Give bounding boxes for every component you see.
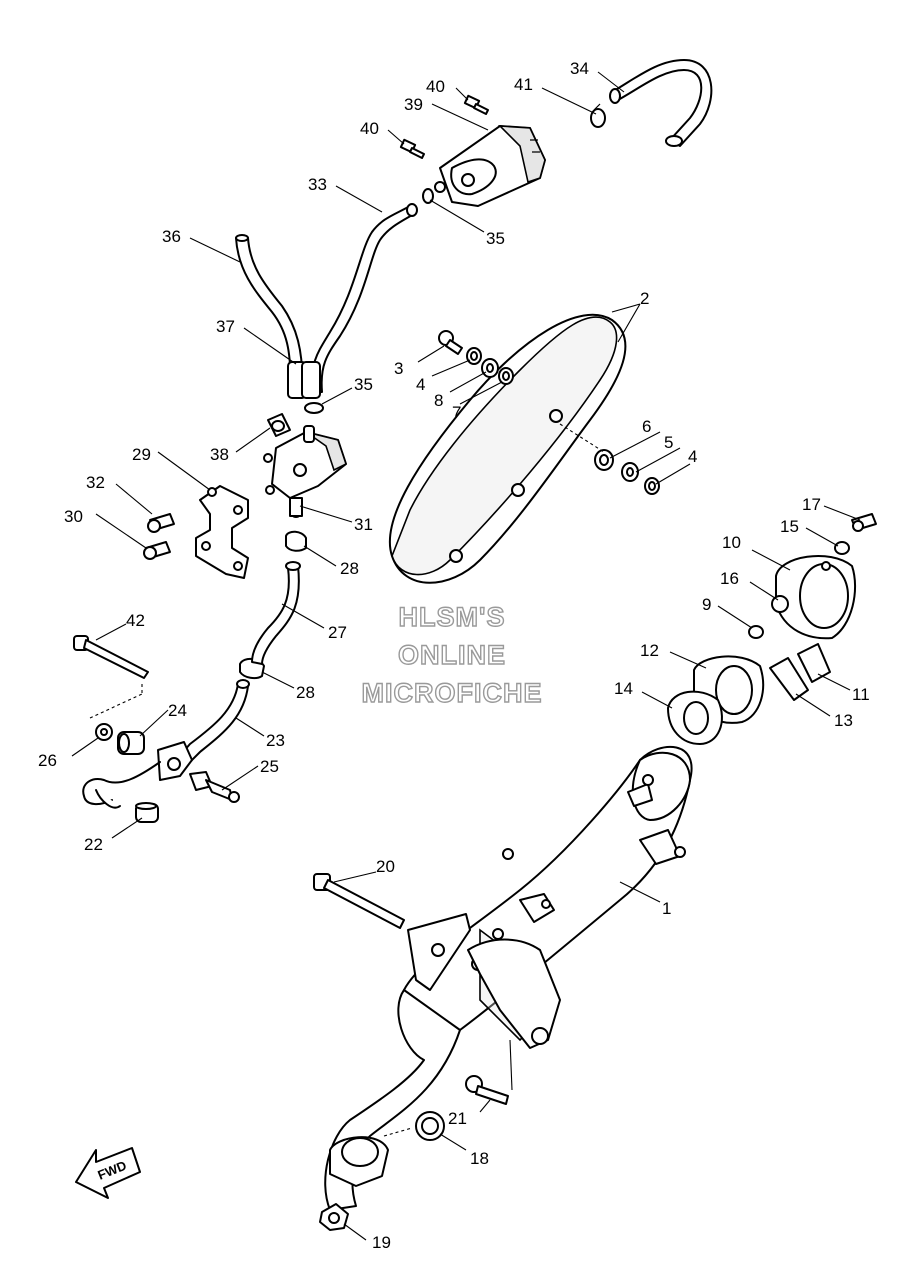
- callout-3: 3: [394, 359, 403, 378]
- part-17-bolt[interactable]: [851, 513, 877, 532]
- callout-1: 1: [662, 899, 671, 918]
- callout-37: 37: [216, 317, 235, 336]
- callout-7: 7: [452, 403, 461, 422]
- callout-36: 36: [162, 227, 181, 246]
- part-11-insulator[interactable]: [797, 643, 831, 683]
- callout-32: 32: [86, 473, 105, 492]
- callout-22: 22: [84, 835, 103, 854]
- callout-34: 34: [570, 59, 589, 78]
- callout-2: 2: [640, 289, 649, 308]
- part-29-bracket[interactable]: [195, 485, 249, 579]
- part-31-reed-valve[interactable]: [263, 425, 347, 518]
- callout-28-lower: 28: [296, 683, 315, 702]
- callout-26: 26: [38, 751, 57, 770]
- callout-12: 12: [640, 641, 659, 660]
- callout-23: 23: [266, 731, 285, 750]
- part-14-gasket[interactable]: [667, 690, 723, 745]
- callout-35-upper: 35: [486, 229, 505, 248]
- callout-17: 17: [802, 495, 821, 514]
- callout-4-lower: 4: [688, 447, 697, 466]
- part-5-collar[interactable]: [621, 462, 639, 482]
- part-41-clip[interactable]: [590, 103, 606, 128]
- part-26-washer[interactable]: [95, 723, 113, 741]
- callout-39: 39: [404, 95, 423, 114]
- callout-33: 33: [308, 175, 327, 194]
- part-4-washer-upper[interactable]: [466, 347, 482, 365]
- watermark-line-1: HLSM'S: [399, 602, 506, 632]
- part-15-washer[interactable]: [834, 541, 850, 555]
- part-40-screw-lower[interactable]: [399, 138, 425, 159]
- callout-31: 31: [354, 515, 373, 534]
- part-2-side-cover[interactable]: [388, 313, 627, 584]
- leader-lines: [71, 71, 861, 1241]
- part-6-grommet[interactable]: [594, 449, 614, 471]
- part-21-bolt[interactable]: [465, 1075, 509, 1105]
- callout-19: 19: [372, 1233, 391, 1252]
- part-35-clip-lower[interactable]: [304, 402, 324, 414]
- callout-40-upper: 40: [426, 77, 445, 96]
- part-34-hose[interactable]: [609, 59, 713, 147]
- part-42-bolt[interactable]: [73, 635, 149, 679]
- callout-29: 29: [132, 445, 151, 464]
- part-18-gasket[interactable]: [415, 1111, 445, 1141]
- part-27-hose[interactable]: [251, 561, 301, 665]
- part-23-pipe[interactable]: [82, 679, 250, 809]
- callout-28-upper: 28: [340, 559, 359, 578]
- callout-5: 5: [664, 433, 673, 452]
- part-38-clamp[interactable]: [267, 413, 291, 437]
- part-25-bolt[interactable]: [189, 771, 240, 803]
- callout-25: 25: [260, 757, 279, 776]
- part-19-nut[interactable]: [319, 1203, 349, 1231]
- callout-35-lower: 35: [354, 375, 373, 394]
- part-22-cap[interactable]: [135, 802, 159, 823]
- callout-20: 20: [376, 857, 395, 876]
- part-3-bolt[interactable]: [438, 330, 463, 355]
- watermark-line-3: MICROFICHE: [362, 678, 543, 708]
- callout-21: 21: [448, 1109, 467, 1128]
- callout-18: 18: [470, 1149, 489, 1168]
- part-8-grommet[interactable]: [481, 358, 499, 378]
- part-16-grommet[interactable]: [771, 595, 789, 613]
- part-9-washer[interactable]: [748, 625, 764, 639]
- part-24-spacer[interactable]: [117, 731, 145, 755]
- callout-13: 13: [834, 711, 853, 730]
- callout-42: 42: [126, 611, 145, 630]
- part-1-muffler[interactable]: [324, 746, 693, 1211]
- callout-11: 11: [852, 685, 870, 704]
- callout-27: 27: [328, 623, 347, 642]
- callout-40-lower: 40: [360, 119, 379, 138]
- callout-30: 30: [64, 507, 83, 526]
- callout-labels: 34 41 40 39 40 33 35 36 37 35 38 29 32 3…: [38, 59, 870, 1252]
- part-35-clip-upper[interactable]: [422, 188, 434, 204]
- part-40-screw-upper[interactable]: [463, 94, 489, 115]
- callout-6: 6: [642, 417, 651, 436]
- part-37-hose-joint[interactable]: [287, 361, 321, 399]
- part-13-insulator[interactable]: [769, 657, 809, 701]
- callout-24: 24: [168, 701, 187, 720]
- part-28-clamp-upper[interactable]: [285, 530, 307, 552]
- watermark: HLSM'S ONLINE MICROFICHE: [361, 601, 543, 708]
- callout-16: 16: [720, 569, 739, 588]
- callout-15: 15: [780, 517, 799, 536]
- part-30-screw[interactable]: [143, 541, 171, 560]
- callout-41: 41: [514, 75, 533, 94]
- callout-9: 9: [702, 595, 711, 614]
- dashed-guide-6: [559, 423, 605, 453]
- part-20-bolt[interactable]: [313, 873, 405, 929]
- watermark-line-2: ONLINE: [398, 640, 506, 670]
- part-32-screw[interactable]: [147, 513, 175, 533]
- part-4-washer-lower[interactable]: [644, 477, 660, 495]
- callout-38: 38: [210, 445, 229, 464]
- part-10-end-cap[interactable]: [775, 554, 856, 640]
- callout-4-upper: 4: [416, 375, 425, 394]
- callout-10: 10: [722, 533, 741, 552]
- part-7-collar[interactable]: [498, 367, 514, 385]
- callout-14: 14: [614, 679, 633, 698]
- forward-arrow-icon: FWD: [75, 1147, 141, 1199]
- callout-8: 8: [434, 391, 443, 410]
- part-39-valve[interactable]: [434, 125, 546, 207]
